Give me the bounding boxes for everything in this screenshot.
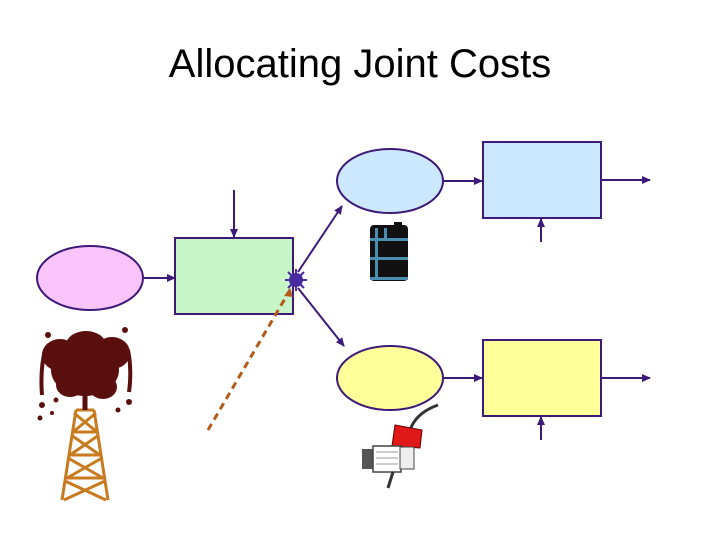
slide-title: Allocating Joint Costs: [168, 42, 552, 86]
oil-barrel-icon: [370, 222, 408, 281]
oil-derrick-gusher-icon: [37, 327, 133, 502]
fuel-nozzle-icon: [362, 403, 439, 489]
arrow-to-product-a: [297, 205, 343, 273]
product-b-oval: [336, 345, 444, 411]
joint-process-box: [174, 237, 294, 315]
split-off-dashed-line: [206, 289, 292, 431]
raw-material-oval: [36, 245, 144, 311]
product-a-oval: [336, 148, 444, 214]
dashed-arrowhead: [284, 288, 293, 297]
product-b-box: [482, 339, 602, 417]
arrow-to-product-b: [297, 287, 345, 347]
product-a-box: [482, 141, 602, 219]
split-off-point: [285, 269, 307, 291]
